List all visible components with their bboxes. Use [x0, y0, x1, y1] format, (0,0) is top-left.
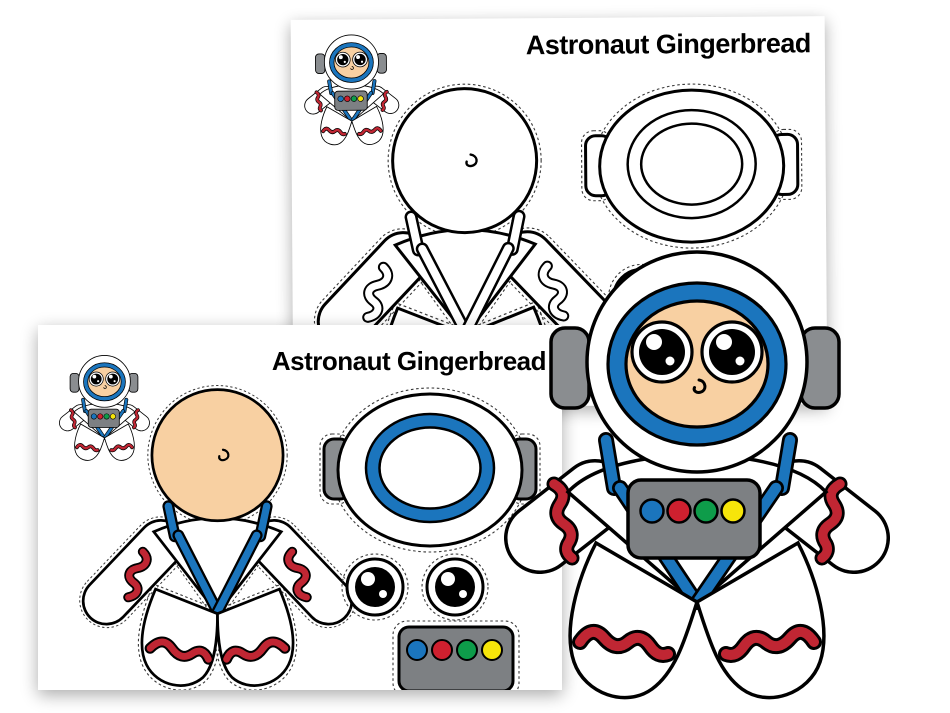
- page-title: Astronaut Gingerbread: [525, 28, 811, 61]
- astronaut-gingerbread-illustration: [500, 250, 890, 713]
- page-title: Astronaut Gingerbread: [271, 346, 547, 376]
- assembled-astronaut-figure: [500, 250, 890, 713]
- eyes-template: [340, 552, 490, 622]
- worksheet-page-colored: Astronaut Gingerbread: [38, 325, 562, 690]
- gingerbread-body-template: [90, 384, 345, 690]
- helmet-template: [581, 77, 802, 259]
